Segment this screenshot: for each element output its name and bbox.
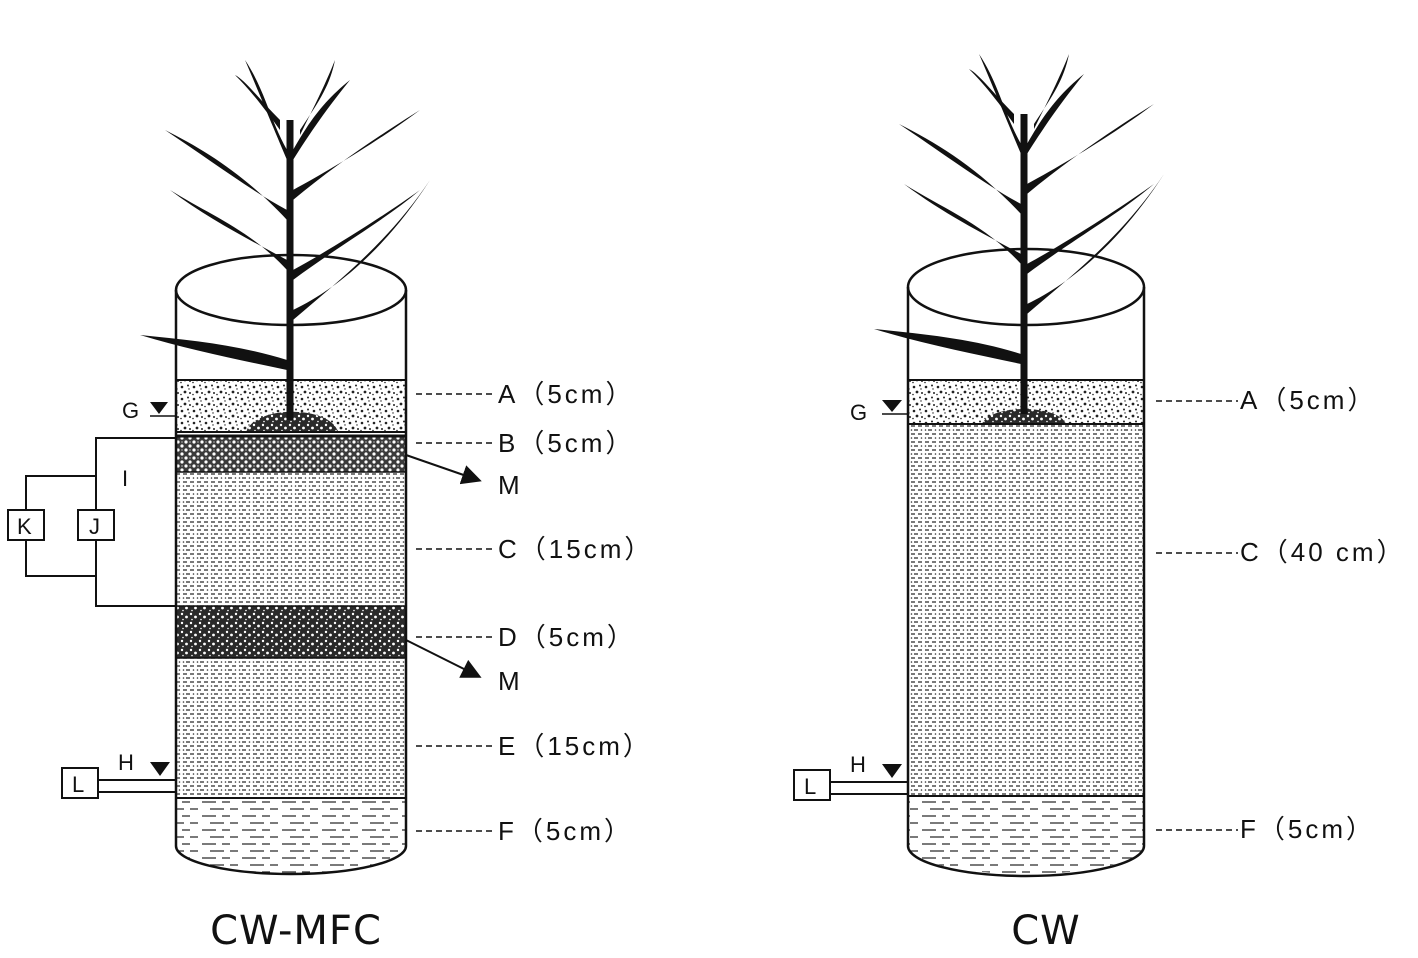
cw-mfc-marker-m-upper: M [498,470,523,500]
cw-mfc-marker-m-lower: M [498,666,523,696]
cw-mfc-g-water-level-icon [150,402,168,414]
cw-marker-g: G [850,400,867,425]
cw-mfc-box-j [77,509,115,541]
cw-mfc-layer-c [176,472,406,606]
cw-mfc-marker-l: L [72,772,84,797]
cw-label-c: C（40 cm） [1240,537,1406,567]
cw-marker-l: L [804,774,816,799]
cw-mfc-m-arrow-lower [405,639,482,678]
cw-mfc-marker-g: G [122,398,139,423]
cw-plant [874,54,1164,414]
cw-mfc-label-b: B（5cm） [498,428,634,458]
cw-mfc-box-k [7,509,45,541]
cw-mfc-label-e: E（15cm） [498,731,652,761]
cw-mfc-marker-j: J [89,514,100,539]
cw-label-a: A（5cm） [1240,385,1376,415]
cw-mfc-label-c: C（15cm） [498,534,653,564]
cw-mfc-caption: CW-MFC [210,908,382,954]
cw-mfc-label-f: F（5cm） [498,816,633,846]
cw-mfc-marker-i: I [122,466,128,491]
cw-g-water-level-icon [882,400,902,412]
cw-label-leaders [1156,400,1238,831]
cw-mfc-layer-d [176,606,406,658]
cw-mfc-label-leaders [416,393,494,832]
cw-h-water-level-icon [882,764,902,778]
cw-column-wall [906,287,1146,878]
cw-marker-h: H [850,752,866,777]
cw-layer-f [908,796,1144,874]
cw-mfc-h-water-level-icon [150,762,170,776]
cw-mfc-column-wall [174,290,408,876]
cw-mfc-layer-b [176,436,406,472]
cw-mfc-box-l [61,767,99,799]
cw-mfc-label-d: D（5cm） [498,622,636,652]
cw-label-f: F（5cm） [1240,814,1375,844]
cw-mfc-label-a: A（5cm） [498,379,634,409]
cw-mfc-reactor [174,253,408,876]
cw-mfc-external-circuit [7,437,176,607]
cw-box-l [793,769,831,801]
cw-root-zone [982,409,1066,424]
cw-mfc-marker-k: K [17,514,32,539]
cw-layer-c [908,424,1144,796]
cw-mfc-plant [140,60,430,420]
cw-mfc-layer-e [176,658,406,798]
cw-mfc-layer-f [176,798,406,874]
cw-caption: CW [1011,908,1080,954]
cw-mfc-root-zone [246,411,338,432]
cw-mfc-m-arrow-upper [405,454,482,485]
cw-mfc-marker-h: H [118,750,134,775]
cw-reactor [906,247,1146,878]
